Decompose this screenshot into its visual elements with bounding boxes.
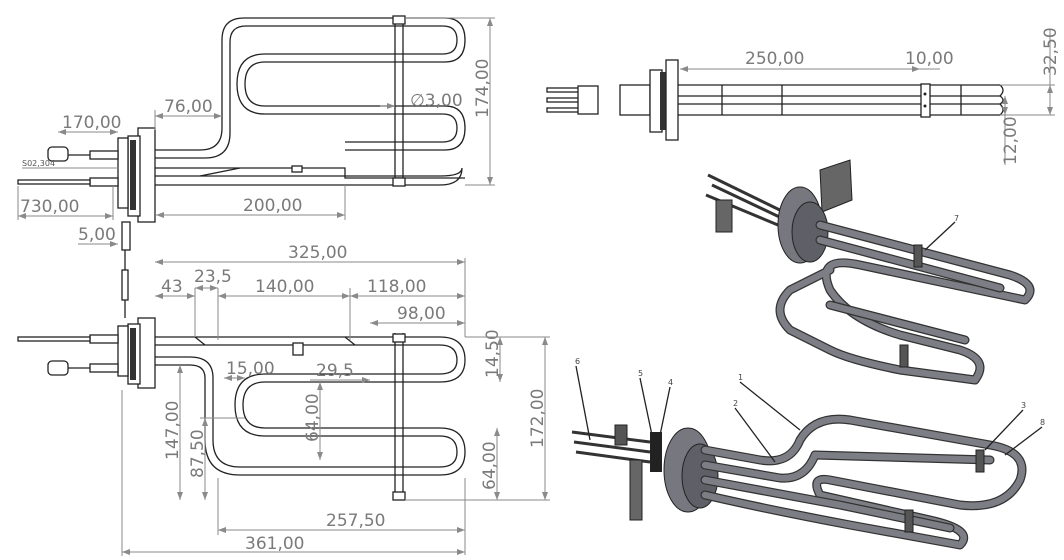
dim-325: 325,00 bbox=[288, 243, 347, 263]
top-view-heater bbox=[17, 15, 466, 318]
dim-14-5: 14,50 bbox=[483, 329, 503, 378]
dim-361: 361,00 bbox=[245, 534, 304, 554]
bottom-view-heater bbox=[17, 317, 466, 501]
dim-32-5: 32,50 bbox=[1041, 27, 1061, 76]
balloon-6: 6 bbox=[575, 357, 580, 366]
dim-200: 200,00 bbox=[243, 196, 302, 216]
balloon-7: 7 bbox=[954, 214, 959, 223]
balloon-5: 5 bbox=[638, 369, 643, 378]
dim-174: 174,00 bbox=[473, 59, 493, 118]
dim-12: 12,00 bbox=[1001, 116, 1021, 165]
dim-250: 250,00 bbox=[745, 49, 804, 69]
balloon-4: 4 bbox=[668, 378, 673, 387]
isometric-view-1: 7 bbox=[705, 159, 1035, 385]
dim-257-5: 257,50 bbox=[326, 511, 385, 531]
dim-43: 43 bbox=[161, 277, 183, 297]
dim-170: 170,00 bbox=[62, 113, 121, 133]
dim-5: 5,00 bbox=[78, 225, 116, 245]
dim-15: 15,00 bbox=[226, 359, 275, 379]
dim-64-right: 64,00 bbox=[480, 441, 500, 490]
dim-147: 147,00 bbox=[163, 401, 183, 460]
bottom-view-dimensions: 325,00 43 23,5 140,00 118,00 98,00 15,00… bbox=[121, 243, 550, 556]
balloon-1: 1 bbox=[738, 373, 743, 382]
dim-76: 76,00 bbox=[164, 97, 213, 117]
dim-118: 118,00 bbox=[367, 277, 426, 297]
dim-10: 10,00 bbox=[905, 49, 954, 69]
top-view-dimensions: 170,00 S02,304 730,00 5,00 76,00 200,00 … bbox=[17, 17, 495, 247]
side-view-heater bbox=[546, 59, 1004, 141]
dim-note: S02,304 bbox=[22, 159, 55, 168]
side-view-dimensions: 250,00 10,00 32,50 12,00 bbox=[680, 27, 1061, 165]
dim-140: 140,00 bbox=[255, 277, 314, 297]
isometric-view-2: 6 5 4 1 2 3 8 bbox=[571, 357, 1045, 550]
dim-98: 98,00 bbox=[397, 304, 446, 324]
dim-730: 730,00 bbox=[20, 197, 79, 217]
dim-87-5: 87,50 bbox=[188, 429, 208, 478]
dim-64-center: 64,00 bbox=[303, 393, 323, 442]
balloon-3: 3 bbox=[1021, 401, 1026, 410]
dim-172: 172,00 bbox=[528, 389, 548, 448]
balloon-2: 2 bbox=[733, 399, 738, 408]
dim-23-5: 23,5 bbox=[194, 267, 232, 287]
balloon-8: 8 bbox=[1040, 418, 1045, 427]
dim-dia3: ∅3,00 bbox=[410, 91, 463, 111]
dim-29-5: 29,5 bbox=[316, 361, 354, 381]
